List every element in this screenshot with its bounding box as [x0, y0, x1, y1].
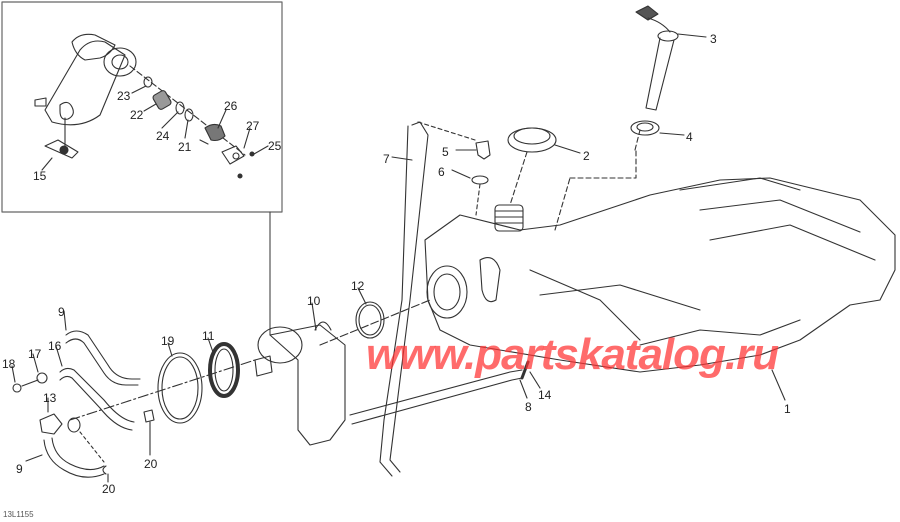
callout-23[interactable]: 23 [117, 89, 131, 103]
callout-8[interactable]: 8 [525, 400, 532, 414]
callout-6[interactable]: 6 [438, 165, 445, 179]
callout-26[interactable]: 26 [224, 99, 238, 113]
drawing-code: 13L1155 [3, 510, 34, 519]
callout-3[interactable]: 3 [710, 32, 717, 46]
fuel-pump-module [254, 302, 346, 446]
callout-12[interactable]: 12 [351, 279, 365, 293]
callout-17[interactable]: 17 [28, 347, 42, 361]
callout-24[interactable]: 24 [156, 129, 170, 143]
callout-2[interactable]: 2 [583, 149, 590, 163]
callout-20-left[interactable]: 20 [102, 482, 116, 496]
fuel-tank [424, 177, 896, 373]
callout-19[interactable]: 19 [161, 334, 175, 348]
callout-16[interactable]: 16 [48, 339, 62, 353]
callout-10[interactable]: 10 [307, 294, 321, 308]
callout-20-right[interactable]: 20 [144, 457, 158, 471]
inset-fuel-pump [34, 33, 269, 179]
callout-21[interactable]: 21 [178, 140, 192, 154]
callout-5[interactable]: 5 [442, 145, 449, 159]
callout-9-lower[interactable]: 9 [16, 462, 23, 476]
callout-13[interactable]: 13 [43, 391, 57, 405]
callout-27[interactable]: 27 [246, 119, 260, 133]
callout-14[interactable]: 14 [538, 388, 552, 402]
callout-1[interactable]: 1 [784, 402, 791, 416]
callout-18[interactable]: 18 [2, 357, 16, 371]
callout-25[interactable]: 25 [268, 139, 282, 153]
callout-4[interactable]: 4 [686, 130, 693, 144]
inset-box [1, 1, 283, 213]
callout-15[interactable]: 15 [33, 169, 47, 183]
callout-22[interactable]: 22 [130, 108, 144, 122]
callout-9-upper[interactable]: 9 [58, 305, 65, 319]
callout-11[interactable]: 11 [202, 329, 215, 343]
callout-7[interactable]: 7 [383, 152, 390, 166]
